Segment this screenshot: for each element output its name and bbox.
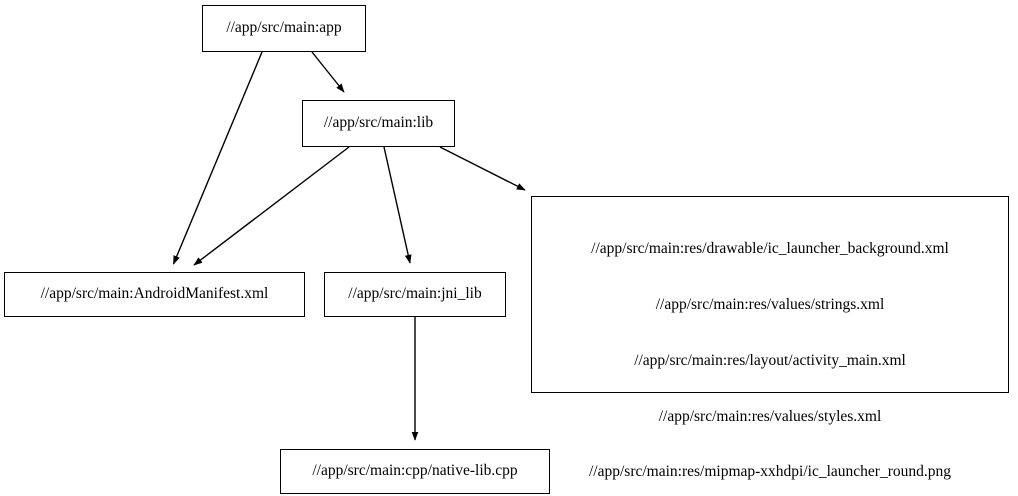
resource-line: //app/src/main:res/mipmap-xxhdpi/ic_laun… [588, 463, 951, 481]
node-jni-lib-label: //app/src/main:jni_lib [348, 285, 482, 303]
edge-lib-to-resources [439, 146, 526, 191]
node-jni-lib[interactable]: //app/src/main:jni_lib [324, 272, 506, 317]
node-native-lib-cpp[interactable]: //app/src/main:cpp/native-lib.cpp [280, 449, 550, 494]
node-lib[interactable]: //app/src/main:lib [302, 100, 455, 147]
edge-lib-to-jni-lib [383, 146, 412, 264]
resource-line: //app/src/main:res/values/strings.xml [655, 295, 885, 313]
resource-line: //app/src/main:res/values/styles.xml [658, 407, 882, 425]
node-native-lib-cpp-label: //app/src/main:cpp/native-lib.cpp [312, 462, 518, 480]
resource-line: //app/src/main:res/layout/activity_main.… [634, 351, 906, 369]
node-android-manifest-label: //app/src/main:AndroidManifest.xml [40, 285, 269, 303]
resource-line: //app/src/main:res/drawable/ic_launcher_… [591, 240, 949, 258]
node-resources[interactable]: //app/src/main:res/drawable/ic_launcher_… [531, 196, 1009, 480]
node-android-manifest[interactable]: //app/src/main:AndroidManifest.xml [4, 272, 305, 317]
edge-app-to-lib [311, 51, 345, 93]
node-app-label: //app/src/main:app [226, 19, 342, 37]
node-lib-label: //app/src/main:lib [323, 114, 434, 132]
node-app[interactable]: //app/src/main:app [202, 5, 366, 52]
edge-lib-to-manifest [193, 146, 350, 266]
edge-app-to-manifest [172, 51, 263, 265]
